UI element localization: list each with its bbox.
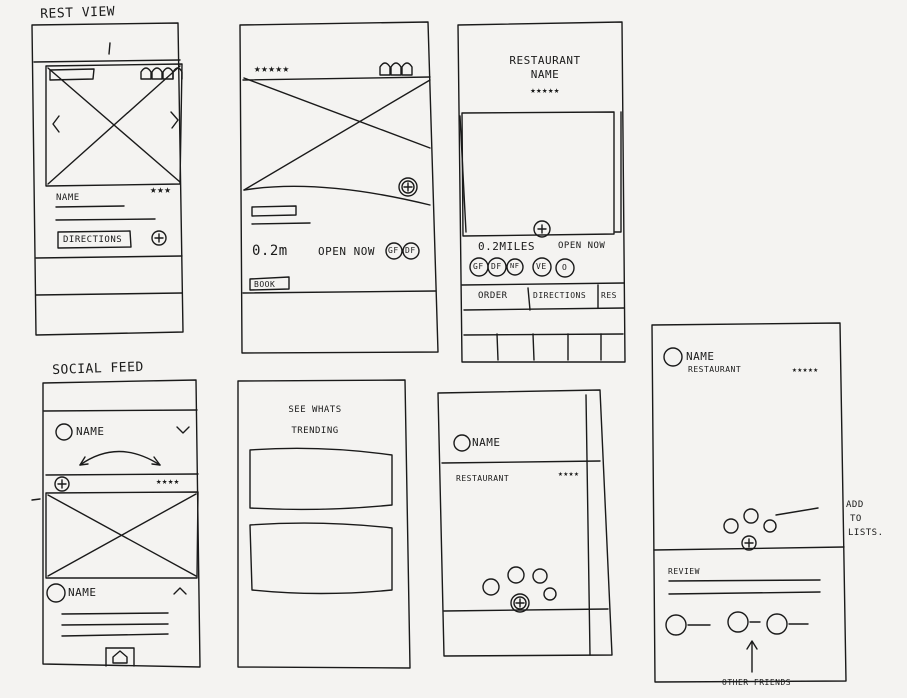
friend-avatar[interactable] bbox=[665, 614, 687, 636]
book-button[interactable]: BOOK bbox=[254, 280, 276, 289]
tab-order[interactable]: ORDER bbox=[478, 291, 508, 301]
friend-avatars bbox=[140, 67, 183, 80]
user-name: NAME bbox=[68, 586, 97, 599]
screen-social-feed bbox=[31, 379, 201, 668]
chevron-right-icon[interactable] bbox=[170, 111, 179, 129]
rating-stars: ★★★★★ bbox=[530, 86, 560, 96]
heading-rest-view: REST VIEW bbox=[39, 4, 116, 22]
screen-rest-full bbox=[457, 21, 626, 363]
dairy-free-label: DF bbox=[405, 246, 416, 255]
trending-title: SEE WHATS bbox=[288, 405, 342, 415]
rating-stars: ★★★ bbox=[150, 183, 172, 196]
df-label: DF bbox=[491, 262, 502, 271]
tab-directions[interactable]: DIRECTIONS bbox=[533, 291, 587, 300]
friend-avatar[interactable] bbox=[727, 611, 749, 633]
gf-label: GF bbox=[473, 262, 484, 271]
trending-title-line2: TRENDING bbox=[291, 426, 339, 436]
trending-card[interactable] bbox=[249, 522, 393, 595]
add-icon[interactable] bbox=[398, 177, 418, 197]
nf-label: NF bbox=[510, 262, 520, 270]
check-icon[interactable] bbox=[482, 578, 500, 596]
add-icon[interactable] bbox=[151, 230, 167, 246]
home-icon[interactable] bbox=[112, 650, 128, 664]
add-icon[interactable] bbox=[510, 593, 530, 613]
screen-review bbox=[651, 322, 847, 683]
restaurant-label: RESTAURANT bbox=[456, 474, 510, 483]
friend-avatar[interactable] bbox=[766, 613, 788, 635]
heart-icon[interactable] bbox=[743, 508, 759, 524]
chevron-left-icon[interactable] bbox=[52, 115, 60, 133]
open-status: OPEN NOW bbox=[558, 241, 606, 251]
tab-reserve[interactable]: RES bbox=[601, 291, 617, 300]
trending-card[interactable] bbox=[249, 447, 393, 511]
review-label: REVIEW bbox=[668, 567, 700, 576]
gluten-free-tag[interactable] bbox=[385, 242, 403, 260]
annotation-lists: LISTS. bbox=[848, 528, 884, 538]
rating-stars: ★★★★★ bbox=[792, 365, 819, 374]
restaurant-title: RESTAURANT bbox=[509, 54, 581, 67]
user-name: NAME bbox=[472, 436, 501, 449]
screen-trending bbox=[237, 379, 411, 669]
distance: 0.2MILES bbox=[478, 240, 535, 253]
avatar[interactable] bbox=[453, 434, 471, 452]
add-list-icon[interactable] bbox=[532, 568, 548, 584]
nut-free-tag[interactable] bbox=[506, 258, 524, 276]
screen-rest-detail bbox=[239, 21, 439, 354]
other-tag[interactable] bbox=[555, 258, 575, 278]
heart-icon[interactable] bbox=[507, 566, 525, 584]
chevron-up-icon[interactable] bbox=[173, 587, 187, 595]
dairy-free-tag[interactable] bbox=[487, 257, 507, 277]
add-icon[interactable] bbox=[741, 535, 757, 551]
screen-rest-view bbox=[31, 22, 184, 336]
o-label: O bbox=[562, 263, 568, 272]
screen-add-reaction bbox=[437, 389, 613, 657]
add-icon[interactable] bbox=[533, 220, 551, 238]
open-status: OPEN NOW bbox=[318, 245, 375, 258]
directions-button[interactable]: DIRECTIONS bbox=[63, 235, 123, 245]
avatar[interactable] bbox=[663, 347, 683, 367]
check-icon[interactable] bbox=[723, 518, 739, 534]
user-name: NAME bbox=[686, 350, 715, 363]
restaurant-name: NAME bbox=[56, 193, 80, 203]
restaurant-label: RESTAURANT bbox=[688, 365, 742, 374]
friend-avatars bbox=[379, 62, 413, 76]
restaurant-title-line2: NAME bbox=[530, 68, 560, 81]
rating-stars: ★★★★★ bbox=[254, 62, 290, 75]
chevron-down-icon[interactable] bbox=[176, 426, 190, 434]
rating-stars: ★★★★ bbox=[156, 477, 180, 487]
annotation-other-friends: OTHER FRIENDS bbox=[722, 678, 792, 687]
avatar[interactable] bbox=[55, 423, 73, 441]
add-list-icon[interactable] bbox=[763, 519, 777, 533]
reaction-icon[interactable] bbox=[543, 587, 557, 601]
dairy-free-tag[interactable] bbox=[402, 242, 420, 260]
annotation-to: TO bbox=[850, 514, 862, 524]
ve-label: VE bbox=[536, 262, 547, 271]
annotation-add: ADD bbox=[846, 500, 864, 510]
heading-social-feed: SOCIAL FEED bbox=[51, 359, 145, 378]
avatar[interactable] bbox=[46, 583, 66, 603]
vegan-tag[interactable] bbox=[532, 257, 552, 277]
add-icon[interactable] bbox=[54, 476, 70, 492]
distance: 0.2m bbox=[252, 243, 288, 259]
user-name: NAME bbox=[76, 425, 105, 438]
gluten-free-label: GF bbox=[388, 246, 399, 255]
rating-stars: ★★★★ bbox=[558, 469, 580, 478]
